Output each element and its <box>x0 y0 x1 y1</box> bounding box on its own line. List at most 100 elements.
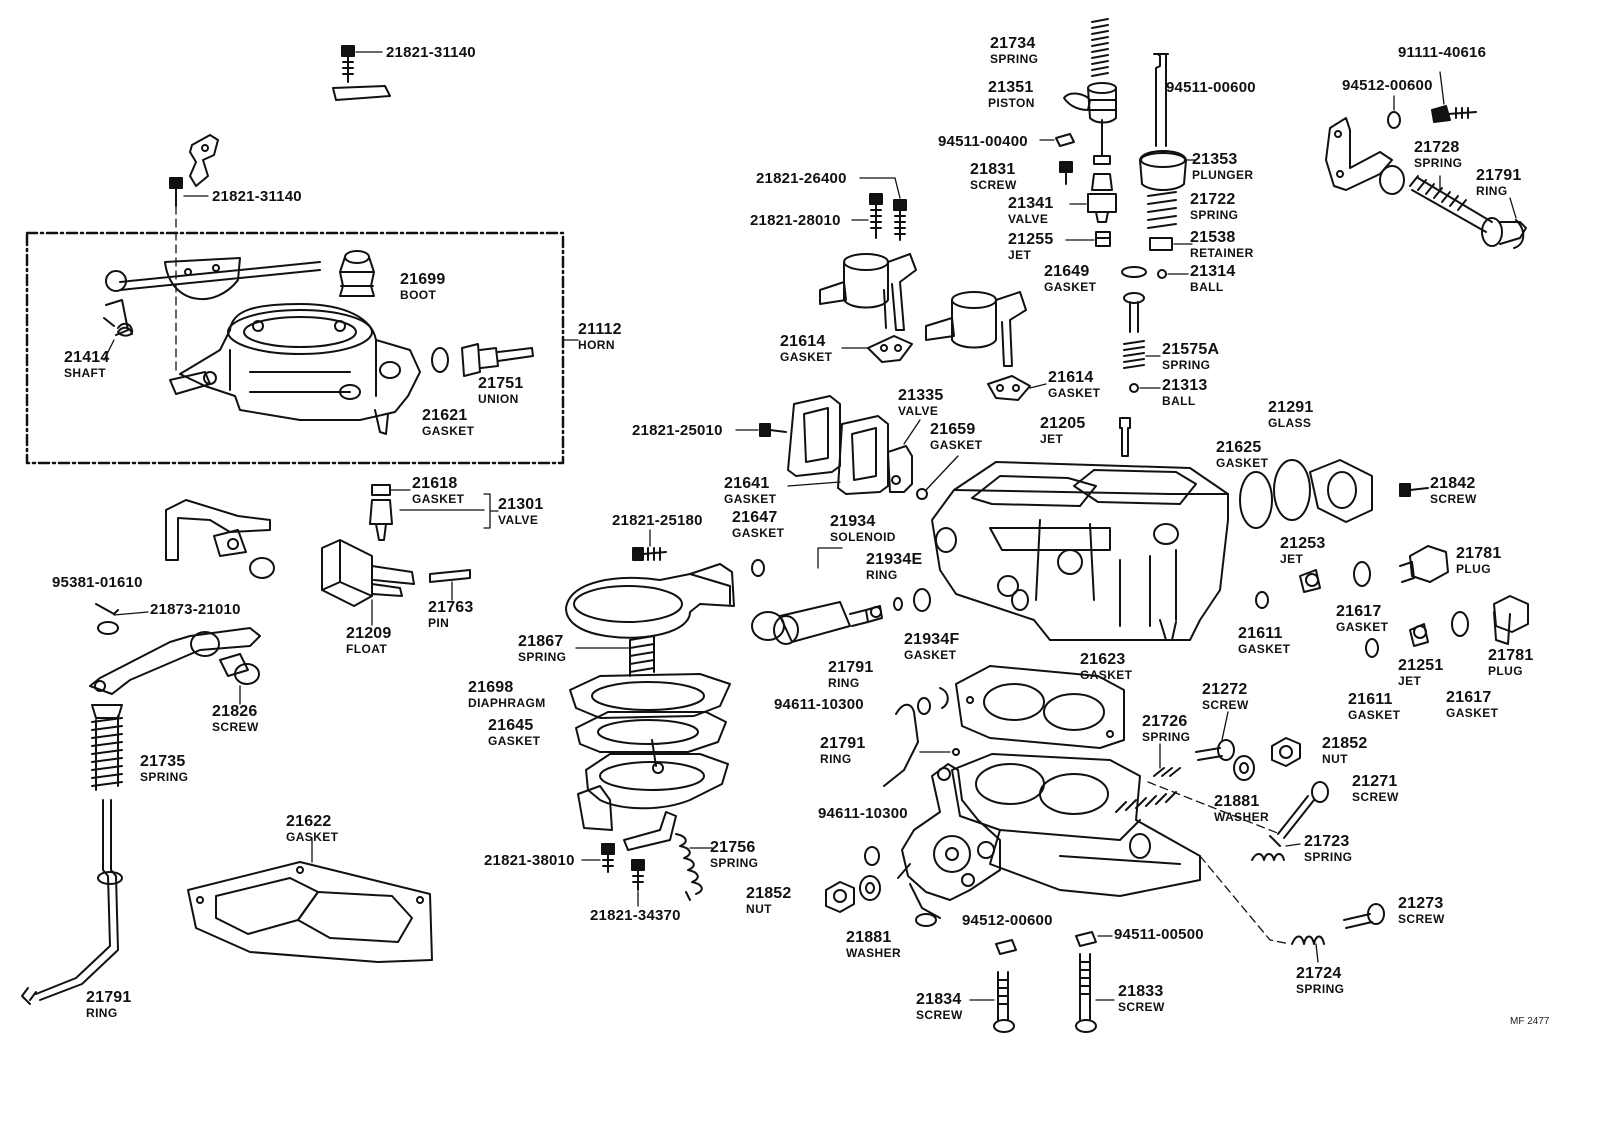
valve-21341 <box>1087 173 1117 223</box>
screw-21273 <box>1343 903 1385 929</box>
throttle-lever-linkage <box>897 763 1001 927</box>
gasket-21621 <box>431 347 449 373</box>
screw-21271 <box>1269 781 1329 847</box>
screw-21821-38010 <box>601 843 615 873</box>
retainer-21538 <box>1149 237 1173 251</box>
needle-valve-21301 <box>369 484 499 541</box>
ball-21313 <box>1129 383 1139 393</box>
plunger-21353 <box>1139 53 1187 191</box>
ring-21791-top <box>1513 219 1525 249</box>
screw-21272 <box>1195 739 1235 761</box>
choke-link-end <box>1481 217 1527 247</box>
union-21751 <box>461 343 534 377</box>
gasket-21641 <box>787 395 889 495</box>
gasket-21623 <box>955 665 1125 749</box>
pump-lever <box>89 621 261 705</box>
gasket-21617-b <box>1451 611 1469 637</box>
screw-21833 <box>1075 953 1097 1033</box>
washer-94611-10300-a <box>917 697 931 715</box>
ring-21791-mid <box>939 687 949 709</box>
jet-21253 <box>1299 569 1321 593</box>
part-label: 94611-10300 <box>818 805 908 822</box>
spring-21724 <box>1291 935 1325 945</box>
ball-21314 <box>1157 269 1167 279</box>
jet-21205 <box>1119 417 1131 457</box>
sight-glass-frame <box>1309 459 1373 523</box>
nut-21852-left <box>825 881 855 913</box>
power-valve-body-2 <box>925 291 1027 367</box>
pump-rod <box>21 799 123 1005</box>
gasket-21611-b <box>1365 638 1379 658</box>
screw-21821-25010 <box>759 423 787 437</box>
part-label: 21821-25180 <box>612 512 703 529</box>
spring-21575a <box>1123 340 1145 369</box>
check-valve-needle <box>1123 292 1145 333</box>
washer-94512-00600-top <box>1387 111 1401 129</box>
assembly-dashed-guides <box>1147 781 1291 945</box>
gasket-21647 <box>751 559 765 577</box>
spring-21735 <box>91 704 123 791</box>
glass-21291 <box>1273 459 1311 521</box>
gasket-21659 <box>916 488 928 500</box>
ring-21934e <box>893 597 903 611</box>
spring-21734 <box>1091 18 1109 77</box>
nut-21852-right <box>1271 737 1301 767</box>
part-label: 94611-10300 <box>774 696 864 713</box>
plug-21781-a <box>1399 545 1449 583</box>
part-label: 94512-00600 <box>962 912 1053 929</box>
throttle-body <box>951 753 1201 897</box>
washer-94511-00400 <box>1055 133 1075 147</box>
screw-21842 <box>1399 483 1429 497</box>
screw-21821-31140-top <box>332 45 391 101</box>
gasket-21934f <box>913 588 931 612</box>
gasket-21645 <box>575 711 727 753</box>
part-label: 94512-00600 <box>1342 77 1433 94</box>
part-label: 94511-00400 <box>938 133 1028 150</box>
part-label: 21821-26400 <box>756 170 847 187</box>
piston-21351 <box>1063 82 1117 165</box>
part-label: 21873-21010 <box>150 601 241 618</box>
screw-21821-26400 <box>893 199 907 241</box>
gasket-21649 <box>1121 266 1147 278</box>
part-label: 95381-01610 <box>52 574 143 591</box>
screw-21821-31140-mid <box>169 177 183 207</box>
